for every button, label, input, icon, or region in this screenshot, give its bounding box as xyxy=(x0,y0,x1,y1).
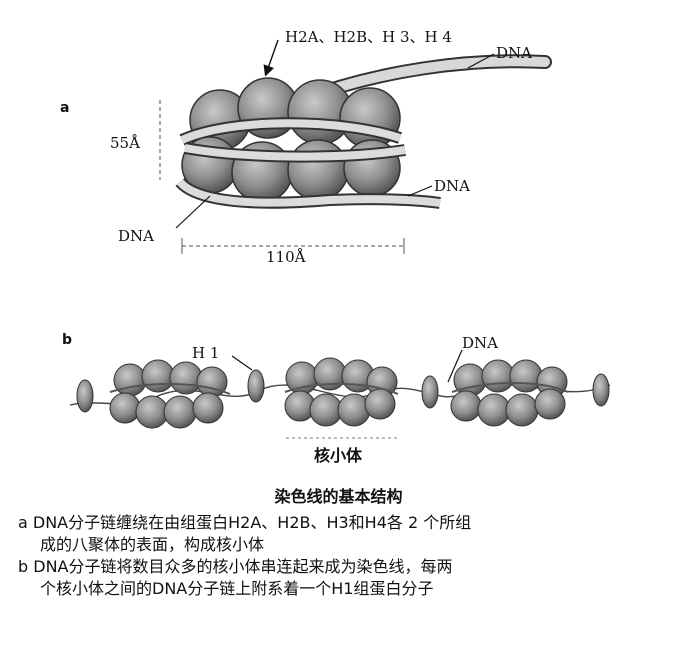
nucleosome-large xyxy=(175,54,552,209)
caption-line-a1: a DNA分子链缠绕在由组蛋白H2A、H2B、H3和H4各 2 个所组 xyxy=(18,513,472,532)
caption-line-b1: b DNA分子链将数目众多的核小体串连起来成为染色线，每两 xyxy=(18,557,453,576)
nucleosome-small xyxy=(109,359,231,429)
h1-histone xyxy=(247,369,265,403)
dna-label-b: DNA xyxy=(462,334,498,352)
caption: 染色线的基本结构 a DNA分子链缠绕在由组蛋白H2A、H2B、H3和H4各 2… xyxy=(0,486,677,600)
dna-label-top: DNA xyxy=(496,44,532,62)
histone-octamer-label: H2A、H2B、H 3、H 4 xyxy=(285,28,452,46)
h1-histone xyxy=(592,373,610,407)
h1-histone xyxy=(421,375,439,409)
nucleosome-label: 核小体 xyxy=(314,446,363,465)
h1-label: H 1 xyxy=(192,344,219,362)
caption-line-a2: 成的八聚体的表面，构成核小体 xyxy=(40,535,265,554)
width-dimension-label: 110Å xyxy=(266,248,306,266)
panel-a-label: a xyxy=(60,100,69,116)
panel-b-label: b xyxy=(62,332,72,348)
caption-line-b2: 个核小体之间的DNA分子链上附系着一个H1组蛋白分子 xyxy=(40,579,434,598)
h1-histone xyxy=(76,379,94,413)
nucleosome-small xyxy=(450,359,569,427)
chromatin-diagram: a H2A、H2B、H 3、H 4 DNA DNA DNA 55Å xyxy=(60,28,611,465)
dna-label-mid: DNA xyxy=(434,177,470,195)
dna-label-left: DNA xyxy=(118,227,154,245)
height-dimension-label: 55Å xyxy=(110,134,140,152)
nucleosome-small xyxy=(284,357,399,427)
caption-title: 染色线的基本结构 xyxy=(274,487,403,506)
